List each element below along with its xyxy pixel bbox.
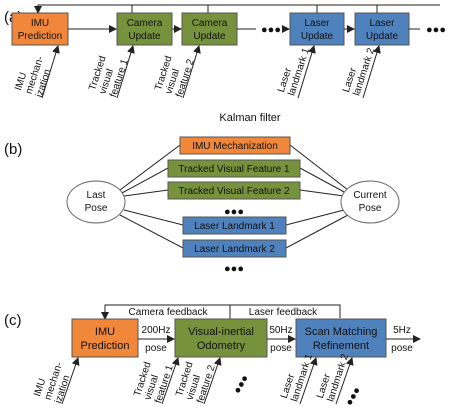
edge-label: Tracked Visual Feature 2: [178, 186, 290, 197]
panel-a: (a) IMU Prediction Camera Update Camera …: [4, 4, 446, 124]
panel-b: (b) Last Pose Current Pose IMU Mechaniza…: [4, 136, 400, 275]
panel-b-current-pose-node: Current Pose: [340, 180, 400, 224]
panel-c-unit-3: pose: [391, 343, 413, 354]
node-line: Current: [353, 190, 387, 201]
panel-b-edge-laser-2: Laser Landmark 2: [182, 239, 287, 258]
panel-b-edge-visual-1: Tracked Visual Feature 1: [167, 159, 301, 178]
ellipsis: ●●●: [231, 373, 251, 396]
panel-c-input-arrow-2: [161, 357, 180, 405]
ellipsis: ●●●: [343, 385, 363, 408]
block-line: Prediction: [81, 340, 130, 352]
panel-a-input-arrow-1: [41, 45, 60, 99]
panel-c-rate-2: 50Hz: [269, 325, 292, 336]
block-line: IMU: [31, 18, 49, 29]
node-line: Last: [87, 190, 106, 201]
panel-a-input-label-2: Tracked visual feature 1: [87, 55, 131, 99]
panel-c-input-label-1: IMU mechan- ization: [32, 361, 72, 405]
panel-b-edge-visual-2: Tracked Visual Feature 2: [167, 181, 301, 200]
block-line: Camera: [127, 18, 163, 29]
panel-c-camera-feedback-label: Camera feedback: [129, 307, 209, 318]
panel-a-input-arrow-5: [362, 45, 381, 99]
panel-c-block-vio: Visual-inertial Odometry: [174, 318, 268, 358]
panel-c-input-label-3: Tracked visual feature 2: [174, 361, 218, 405]
panel-b-label: (b): [4, 141, 22, 158]
input-line: IMU: [32, 377, 48, 398]
block-line: Laser: [304, 18, 330, 29]
panel-c-input-arrow-1: [61, 357, 80, 405]
panel-c-block-imu: IMU Prediction: [71, 318, 139, 358]
block-line: Prediction: [18, 31, 62, 42]
panel-b-edge-imu: IMU Mechanization: [179, 136, 291, 155]
panel-a-ellipsis-mid: ●●●: [261, 24, 281, 36]
panel-c-unit-2: pose: [270, 343, 292, 354]
block-line: Camera: [192, 18, 228, 29]
panel-a-ellipsis-end: ●●●: [426, 24, 446, 36]
panel-c-input-arrow-5: [335, 357, 354, 405]
panel-c-rate-1: 200Hz: [142, 325, 171, 336]
node-line: Pose: [85, 203, 108, 214]
panel-a-caption: Kalman filter: [219, 112, 280, 124]
block-line: Update: [193, 31, 226, 42]
panel-c-ellipsis-camera: ●●●: [231, 373, 251, 396]
panel-c-input-label-2: Tracked visual feature 1: [132, 361, 176, 405]
panel-c-laser-feedback-label: Laser feedback: [249, 307, 318, 318]
edge-label: IMU Mechanization: [192, 141, 278, 152]
block-line: Scan Matching: [305, 326, 378, 338]
panel-a-input-arrow-3: [182, 45, 201, 99]
panel-c-label: (c): [4, 312, 22, 329]
panel-c-ellipsis-laser: ●●●: [343, 385, 363, 408]
panel-a-feedback-line: [37, 4, 440, 12]
edge-label: Laser Landmark 2: [194, 244, 275, 255]
node-line: Pose: [359, 203, 382, 214]
edge-label: Laser Landmark 1: [194, 221, 275, 232]
panel-c-laser-feedback-line: [230, 304, 341, 318]
panel-a-block-laser-2: Laser Update: [354, 12, 410, 46]
panel-a-block-camera-2: Camera Update: [181, 12, 238, 46]
panel-c-rate-3: 5Hz: [393, 325, 411, 336]
edge-label: Tracked Visual Feature 1: [178, 164, 290, 175]
block-line: Laser: [369, 18, 395, 29]
panel-a-block-laser-1: Laser Update: [289, 12, 345, 46]
panel-a-input-label-3: Tracked visual feature 2: [153, 55, 197, 99]
block-line: IMU: [95, 326, 115, 338]
panel-c: (c) Camera feedback Laser feedback IMU P…: [4, 304, 421, 408]
input-line: IMU: [13, 71, 29, 92]
panel-c-input-arrow-3: [203, 357, 222, 405]
panel-a-block-imu: IMU Prediction: [11, 12, 69, 46]
panel-b-ellipsis-end: ●●●: [224, 263, 244, 275]
panel-b-last-pose-node: Last Pose: [66, 180, 126, 224]
block-line: Update: [366, 31, 399, 42]
panel-b-edge-laser-1: Laser Landmark 1: [182, 216, 287, 235]
panel-b-ellipsis-mid: ●●●: [224, 206, 244, 218]
block-line: Update: [128, 31, 161, 42]
panel-a-input-label-1: IMU mechan- ization: [13, 55, 53, 99]
panel-a-input-arrow-2: [116, 45, 135, 99]
panel-c-block-scan-matching: Scan Matching Refinement: [295, 318, 387, 358]
block-line: Visual-inertial: [188, 326, 254, 338]
block-line: Odometry: [197, 340, 246, 352]
panel-a-input-arrow-4: [297, 45, 316, 99]
block-line: Update: [301, 31, 334, 42]
panel-c-unit-1: pose: [145, 343, 167, 354]
panel-a-block-camera-1: Camera Update: [116, 12, 173, 46]
panel-c-input-arrow-4: [299, 357, 318, 405]
block-line: Refinement: [313, 340, 369, 352]
